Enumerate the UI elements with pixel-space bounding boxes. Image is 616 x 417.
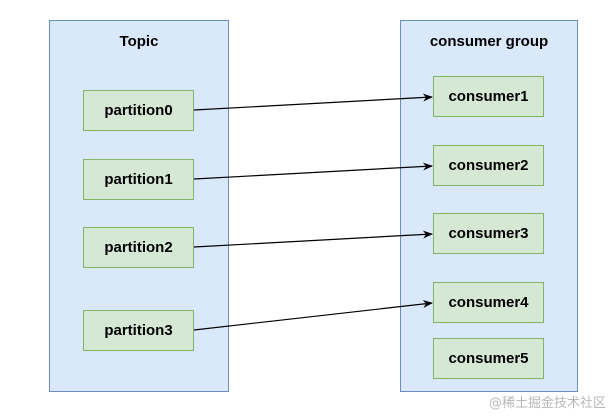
edge-partition2-consumer3 — [193, 230, 433, 248]
consumer-node-1: consumer1 — [433, 76, 544, 117]
edge-partition3-consumer4 — [193, 300, 433, 331]
watermark-text: @稀土掘金技术社区 — [488, 396, 606, 411]
consumer-node-2: consumer2 — [433, 145, 544, 186]
consumer-node-5: consumer5 — [433, 338, 544, 379]
consumer-group-title: consumer group — [429, 33, 549, 50]
edge-partition1-consumer2 — [193, 162, 433, 180]
consumer-node-4: consumer4 — [433, 282, 544, 323]
partition-node-1: partition1 — [83, 159, 194, 200]
partition-node-3: partition3 — [83, 310, 194, 351]
partition-node-0: partition0 — [83, 90, 194, 131]
topic-title: Topic — [119, 33, 159, 50]
partition-node-2: partition2 — [83, 227, 194, 268]
consumer-node-3: consumer3 — [433, 213, 544, 254]
edge-partition0-consumer1 — [193, 93, 433, 111]
